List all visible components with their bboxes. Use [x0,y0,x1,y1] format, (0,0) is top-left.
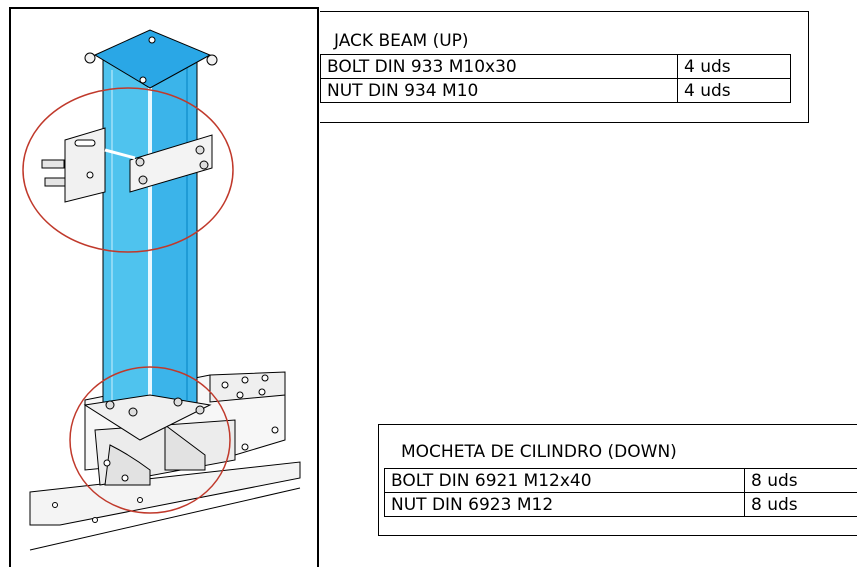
part-quantity: 4 uds [678,79,791,103]
part-quantity: 8 uds [745,493,857,517]
mocheta-down-parts-box: MOCHETA DE CILINDRO (DOWN) BOLT DIN 6921… [378,424,857,536]
mocheta-down-parts-table: BOLT DIN 6921 M12x40 8 uds NUT DIN 6923 … [384,468,857,517]
jack-beam-up-title: JACK BEAM (UP) [334,31,469,51]
part-description: BOLT DIN 6921 M12x40 [385,469,745,493]
table-row: NUT DIN 6923 M12 8 uds [385,493,857,517]
part-description: NUT DIN 934 M10 [321,79,678,103]
part-quantity: 4 uds [678,55,791,79]
jack-beam-up-parts-box: JACK BEAM (UP) BOLT DIN 933 M10x30 4 uds… [320,11,809,123]
part-quantity: 8 uds [745,469,857,493]
jack-beam-up-parts-table: BOLT DIN 933 M10x30 4 uds NUT DIN 934 M1… [320,54,791,103]
mocheta-down-title: MOCHETA DE CILINDRO (DOWN) [401,442,677,462]
jack-beam-column [103,55,197,412]
part-description: BOLT DIN 933 M10x30 [321,55,678,79]
table-row: NUT DIN 934 M10 4 uds [321,79,791,103]
jack-beam-assembly-drawing [0,0,320,561]
table-row: BOLT DIN 6921 M12x40 8 uds [385,469,857,493]
base-rail [30,462,300,550]
part-description: NUT DIN 6923 M12 [385,493,745,517]
table-row: BOLT DIN 933 M10x30 4 uds [321,55,791,79]
